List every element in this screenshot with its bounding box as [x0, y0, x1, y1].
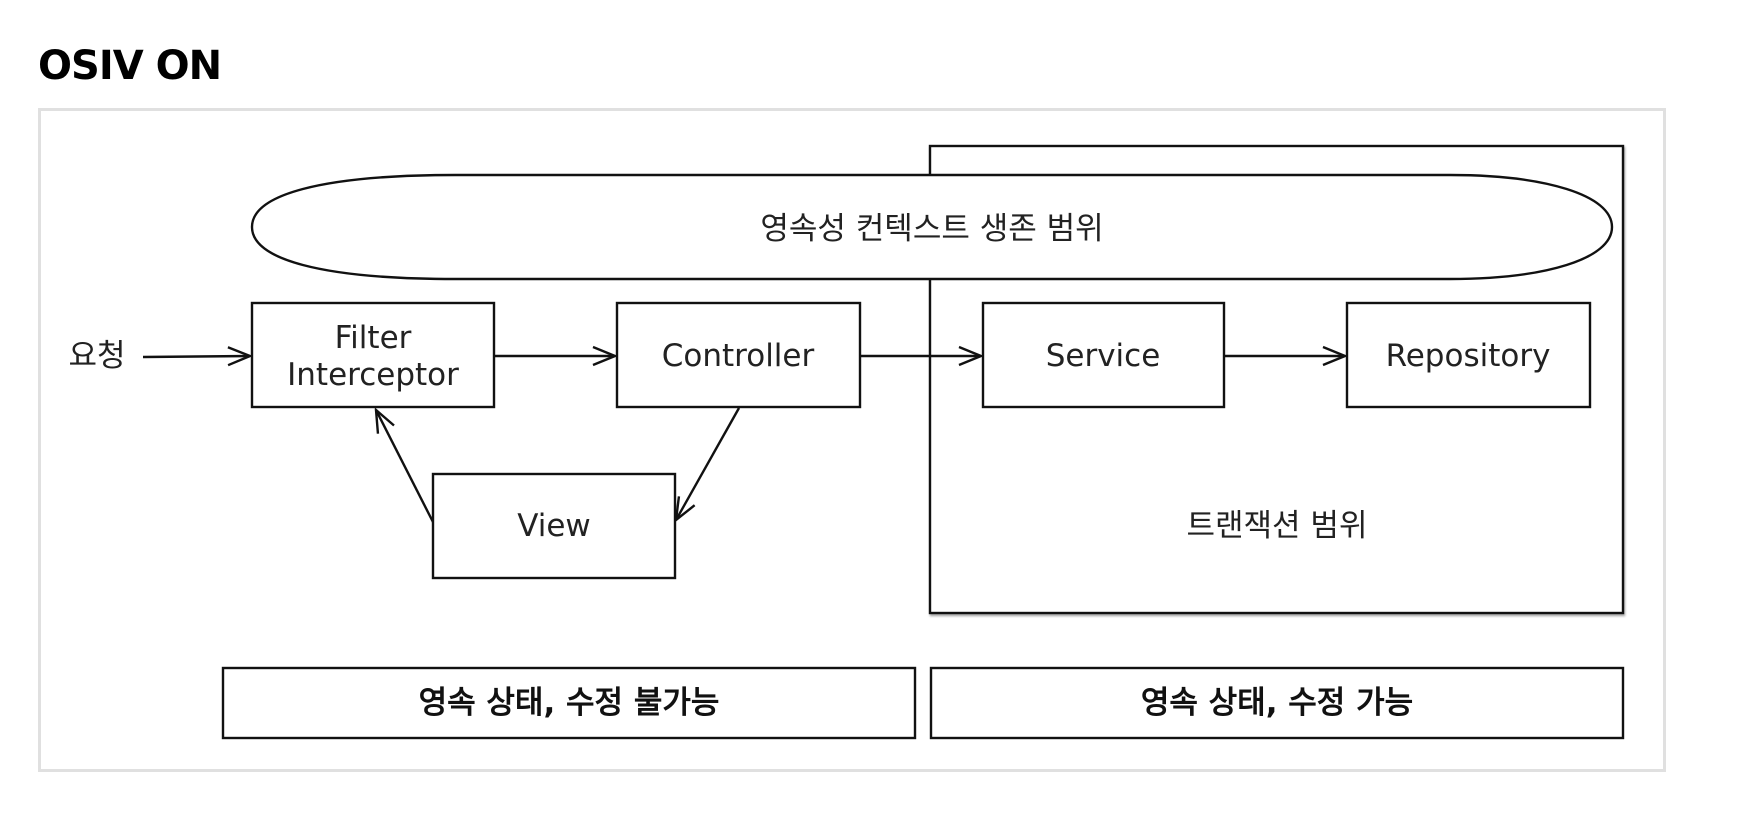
persistence-context-scope: 영속성 컨텍스트 생존 범위: [250, 173, 1614, 281]
non-modifiable-state-box: 영속 상태, 수정 불가능: [221, 666, 917, 740]
request-label: 요청: [68, 338, 125, 374]
repository-box: Repository: [1345, 301, 1592, 409]
interceptor-label: Interceptor: [287, 357, 459, 393]
controller-box: Controller: [615, 301, 862, 409]
modifiable-state-label: 영속 상태, 수정 가능: [1141, 685, 1413, 721]
view-to-filter-arrow: [376, 410, 436, 525]
controller-to-view-arrow: [676, 407, 741, 520]
controller-label: Controller: [662, 338, 815, 374]
view-label: View: [517, 508, 591, 544]
service-box: Service: [981, 301, 1226, 409]
persistence-scope-label: 영속성 컨텍스트 생존 범위: [760, 211, 1103, 247]
repository-label: Repository: [1386, 338, 1551, 374]
non-modifiable-state-label: 영속 상태, 수정 불가능: [419, 685, 720, 721]
modifiable-state-box: 영속 상태, 수정 가능: [929, 666, 1625, 740]
diagram-frame: [38, 108, 1666, 772]
service-label: Service: [1046, 338, 1161, 374]
transaction-scope-label: 트랜잭션 범위: [1187, 508, 1368, 544]
request-arrow: [142, 356, 250, 357]
view-box: View: [431, 472, 677, 580]
page-title: OSIV ON: [38, 43, 222, 89]
filter-label: Filter: [335, 320, 412, 356]
filter-interceptor-box: Filter Interceptor: [250, 301, 496, 409]
